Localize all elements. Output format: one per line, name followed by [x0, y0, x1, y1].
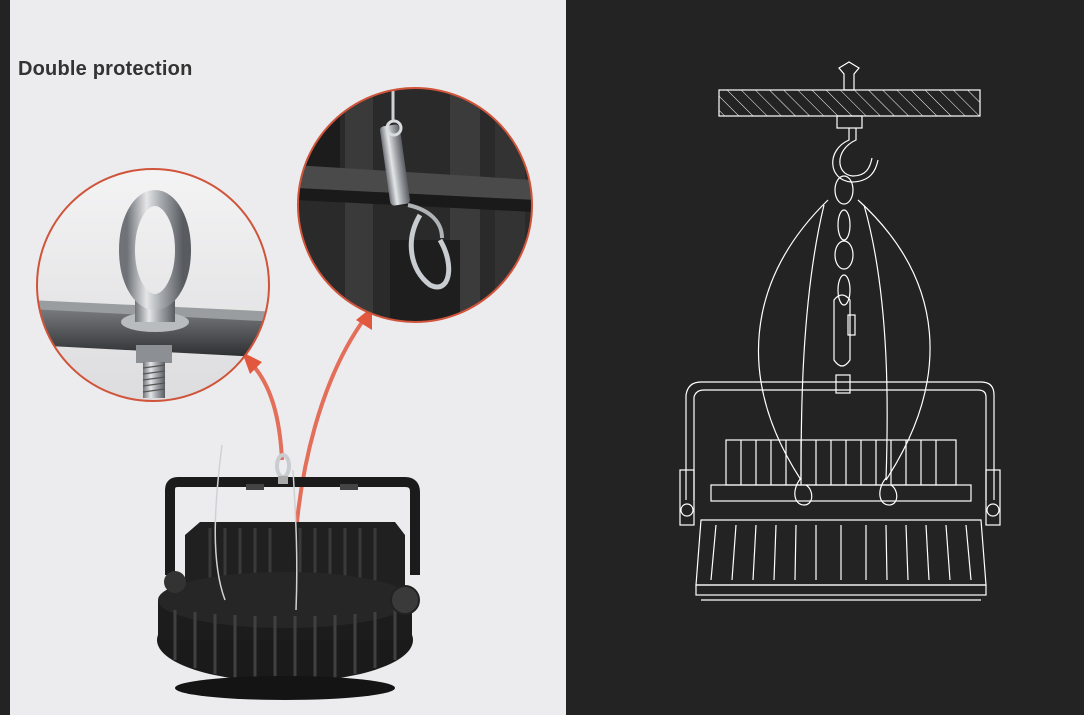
installation-drawing-panel	[566, 0, 1084, 715]
left-edge-strip	[0, 0, 10, 715]
ceiling-slab	[718, 89, 981, 117]
product-photo-illustration	[36, 87, 533, 700]
page-title: Double protection	[18, 58, 193, 80]
safety-cable-closeup	[297, 87, 533, 323]
left-photo-panel: Double protection	[10, 0, 566, 715]
arrow-to-eyebolt	[242, 352, 284, 461]
eyebolt-closeup	[36, 168, 270, 402]
ceiling-hook-installation-drawing	[679, 61, 1001, 601]
high-bay-light-photo	[157, 444, 420, 700]
arrow-to-cable	[293, 307, 372, 546]
